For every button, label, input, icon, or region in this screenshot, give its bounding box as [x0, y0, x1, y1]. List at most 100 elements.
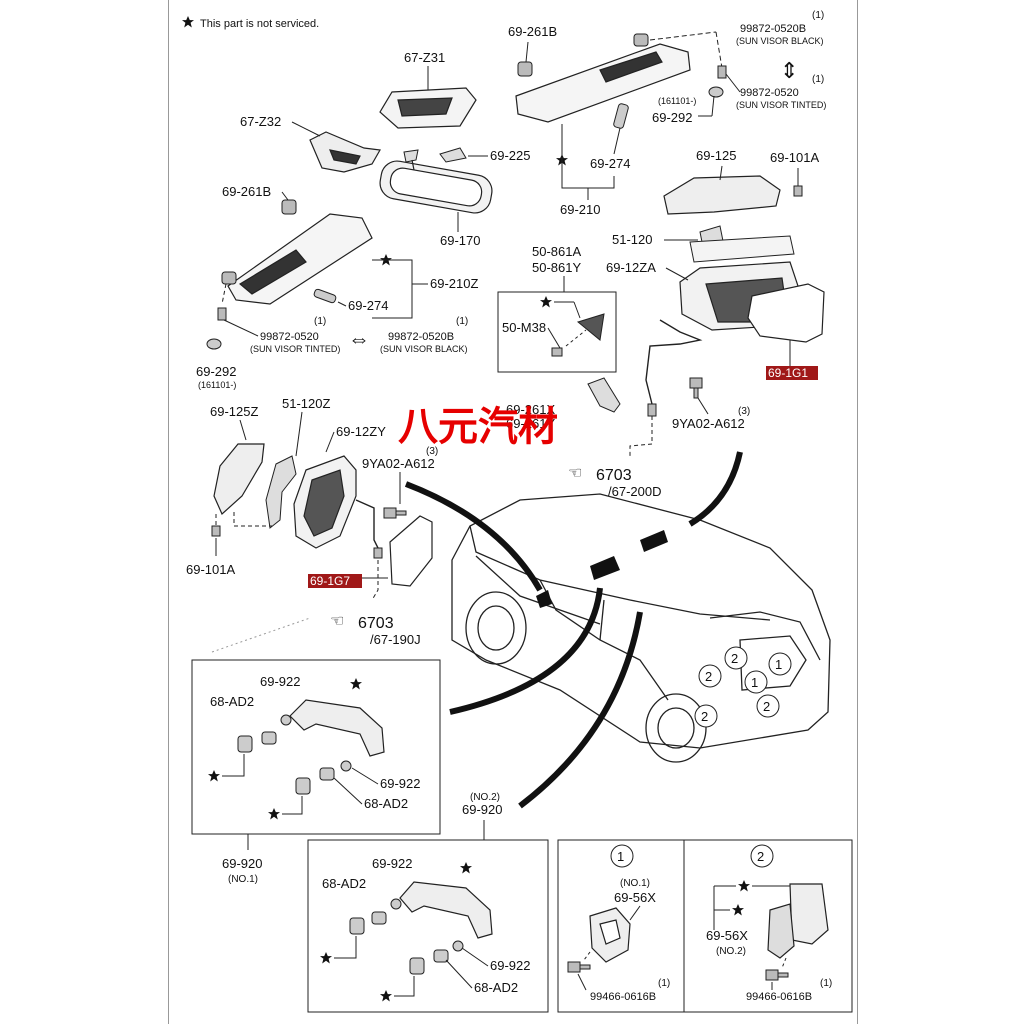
- swap-arrow-left-icon: ⇔: [348, 326, 370, 351]
- grip-clip-69-922-d: [452, 940, 464, 952]
- mirror-cover-69-125Z: [213, 443, 265, 515]
- garnish-50-861: [576, 313, 605, 341]
- diagram-frame: [168, 0, 858, 1024]
- mirror-harness: [645, 319, 703, 405]
- screw-69-101A-left-icon: [211, 525, 221, 537]
- box-hook-2: [683, 839, 853, 1013]
- washer-69-292-top: [708, 86, 724, 98]
- console-cover-67-Z32: [309, 131, 381, 173]
- visor-hinge-left: [221, 271, 237, 285]
- label-68-AD2-b: 68-AD2: [364, 796, 408, 811]
- bolt-9YA02-A612-right-icon: [689, 377, 703, 399]
- pointer-left-mirror: [404, 481, 543, 592]
- label-69-274-top: 69-274: [590, 156, 630, 171]
- label-99872-0520B-left: 99872-0520B: [388, 331, 454, 343]
- label-69-170: 69-170: [440, 233, 480, 248]
- sun-visor-black-left: (SUN VISOR BLACK): [380, 344, 468, 354]
- label-67-190J: /67-190J: [370, 632, 421, 647]
- qty-3-right: (3): [738, 406, 750, 417]
- highlight-69-1G1: [766, 366, 818, 380]
- car-callout-2c: 2: [763, 699, 770, 714]
- grip-clip-69-922-a: [280, 714, 292, 726]
- mirror-glass-69-1G7: [389, 515, 433, 587]
- box-50-861: [497, 291, 617, 373]
- car-callout-circles: [694, 646, 792, 728]
- grip-cap-68-AD2-b: [295, 767, 335, 795]
- label-69-101A-left: 69-101A: [186, 562, 235, 577]
- qty-1-a: (1): [812, 10, 824, 21]
- label-69-922-a: 69-922: [260, 674, 300, 689]
- label-9YA02-A612-left: 9YA02-A612: [362, 456, 435, 471]
- hook-circle-2: [750, 844, 774, 868]
- label-69-12ZA: 69-12ZA: [606, 260, 656, 275]
- label-69-274-left: 69-274: [348, 298, 388, 313]
- grip-cap-68-AD2-d: [409, 949, 449, 975]
- qty-1-d: (1): [456, 316, 468, 327]
- label-68-AD2-d: 68-AD2: [474, 980, 518, 995]
- label-67-Z31: 67-Z31: [404, 50, 445, 65]
- mirror-actuator-51-120: [689, 225, 795, 263]
- label-69-1G1: 69-1G1: [768, 366, 808, 380]
- car-callout-1b: 1: [751, 675, 758, 690]
- screw-top-icon: [717, 65, 727, 79]
- rear-view-mirror-69-170: [379, 159, 493, 214]
- qty-1-f: (1): [820, 978, 832, 989]
- watermark-text: 八元汽材: [398, 404, 558, 450]
- label-99872-0520-left: 99872-0520: [260, 331, 319, 343]
- label-69-261X: 69-261X: [506, 402, 555, 417]
- label-99872-0520B-top: 99872-0520B: [740, 23, 806, 35]
- sun-visor-left-69-210Z: [227, 213, 373, 305]
- visor-hinge-top: [633, 33, 649, 47]
- bolt-9YA02-A612-left-icon: [383, 507, 407, 519]
- grip-clip-69-922-b: [340, 760, 352, 772]
- harness-connector-left-icon: [373, 547, 383, 559]
- label-no1-b: (NO.1): [620, 878, 650, 889]
- label-68-AD2-c: 68-AD2: [322, 876, 366, 891]
- assist-grip-no1: [289, 699, 385, 757]
- car-callout-2a: 2: [731, 651, 738, 666]
- door-mirror-69-12ZY: [293, 455, 357, 549]
- pointer-grip-no1: [449, 587, 603, 715]
- swap-arrow-top-icon: ⇕: [780, 58, 798, 83]
- label-67-200D: /67-200D: [608, 484, 661, 499]
- label-51-120: 51-120: [612, 232, 652, 247]
- hook-circle-1: [610, 844, 634, 868]
- label-69-125: 69-125: [696, 148, 736, 163]
- label-69-210: 69-210: [560, 202, 600, 217]
- box-grip-no2: [307, 839, 549, 1013]
- label-69-101A-top: 69-101A: [770, 150, 819, 165]
- hook-circle-1-number: 1: [617, 849, 624, 864]
- assist-grip-no2: [399, 881, 493, 939]
- label-69-920-no1: 69-920: [222, 856, 262, 871]
- vehicle-outline: [451, 493, 831, 763]
- label-69-292-left: 69-292: [196, 364, 236, 379]
- label-69-261B-left: 69-261B: [222, 184, 271, 199]
- connector-ref-left-icon: ☜: [330, 613, 344, 630]
- label-no1-a: (NO.1): [228, 874, 258, 885]
- label-50-861Y: 50-861Y: [532, 260, 581, 275]
- label-no2-b: (NO.2): [716, 946, 746, 957]
- mirror-harness-left: [355, 499, 381, 553]
- grip-clip-69-922-c: [390, 898, 402, 910]
- qty-1-e: (1): [658, 978, 670, 989]
- label-69-56X-a: 69-56X: [614, 890, 656, 905]
- car-mirror-marker: [536, 590, 552, 608]
- label-99872-0520-top: 99872-0520: [740, 87, 799, 99]
- sun-visor-black-top: (SUN VISOR BLACK): [736, 36, 824, 46]
- label-69-922-b: 69-922: [380, 776, 420, 791]
- overhead-console-67-Z31: [379, 87, 477, 129]
- visor-rod-69-274-top: [613, 103, 629, 129]
- qty-1-c: (1): [314, 316, 326, 327]
- label-69-920-no2: 69-920: [462, 802, 502, 817]
- not-serviced-note: This part is not serviced.: [200, 18, 319, 30]
- car-callout-2b: 2: [705, 669, 712, 684]
- label-no2-a: (NO.2): [470, 792, 500, 803]
- coat-hook-69-56X-no1: [589, 907, 631, 963]
- label-69-1G7: 69-1G7: [310, 574, 350, 588]
- car-callout-2d: 2: [701, 709, 708, 724]
- screw-99466-0616B-b-icon: [765, 969, 789, 981]
- grip-cap-68-AD2-c: [349, 911, 387, 935]
- label-67-Z32: 67-Z32: [240, 114, 281, 129]
- label-69-922-c: 69-922: [372, 856, 412, 871]
- visor-screw-dash: [221, 283, 227, 305]
